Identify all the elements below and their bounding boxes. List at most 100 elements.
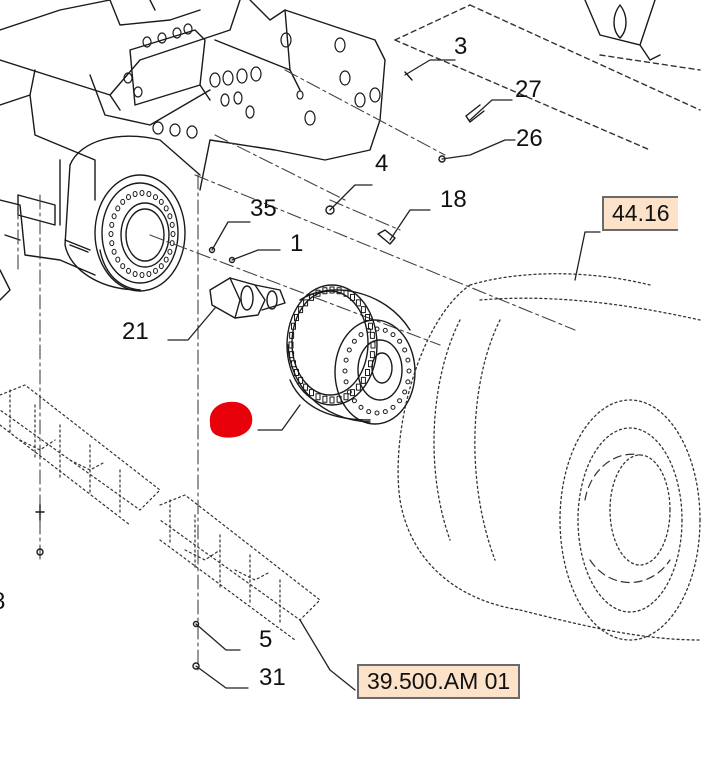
- hub-tooth: [289, 331, 295, 339]
- hub-bolt-hole: [343, 379, 349, 385]
- hub-tooth: [350, 389, 355, 397]
- hub-tooth: [294, 369, 299, 376]
- hub-tooth: [329, 396, 335, 404]
- flange-bolt-hole: [169, 221, 175, 228]
- hub-bolt-hole: [405, 379, 411, 385]
- wheel-tyre: [397, 273, 701, 641]
- flange-bolt-hole: [158, 263, 164, 270]
- hub-tooth: [322, 395, 328, 403]
- flange-bolt-hole: [111, 248, 117, 255]
- hub-bolt-hole: [405, 357, 411, 363]
- flange-bolt-hole: [139, 272, 145, 278]
- callout-26: 26: [516, 125, 543, 152]
- callout-8: 8: [0, 590, 5, 614]
- hub-tooth: [369, 351, 375, 359]
- frame-bolt-holes: [123, 23, 381, 139]
- hub-tooth: [355, 383, 361, 391]
- hub-tooth: [355, 299, 361, 307]
- flange-bolt-hole: [163, 256, 169, 263]
- hub-tooth: [298, 306, 304, 314]
- hub-tooth: [291, 360, 296, 368]
- flange-bolt-hole: [146, 191, 152, 197]
- assembly-centerlines: [17, 69, 576, 671]
- callout-1: 1: [290, 230, 304, 257]
- callout-27: 27: [515, 76, 542, 103]
- wheel-reference-box: 44.16: [602, 196, 678, 232]
- hub-tooth: [291, 322, 296, 330]
- flange-bolt-hole: [109, 240, 115, 247]
- callout-5: 5: [259, 626, 273, 653]
- flange-bolt-hole: [167, 213, 173, 220]
- hub-bolt-hole: [358, 404, 364, 410]
- hub-bolt-hole: [351, 338, 357, 344]
- hub-tooth: [298, 376, 304, 384]
- hub-bolt-hole: [351, 398, 357, 404]
- hub-bolt-hole: [406, 368, 412, 374]
- flange-bolt-hole: [146, 271, 152, 277]
- hub-bolt-hole: [342, 368, 348, 374]
- hub-tooth: [289, 351, 295, 359]
- hub-tooth: [370, 341, 376, 349]
- hub-tooth: [336, 395, 342, 403]
- hub-tooth: [336, 287, 342, 295]
- track-rail-lower: [159, 494, 321, 641]
- hub-tooth: [288, 341, 294, 349]
- hub-tooth: [294, 314, 299, 321]
- flange-bolt-hole: [120, 198, 126, 205]
- callout-35: 35: [250, 195, 277, 222]
- flange-bolt-hole: [120, 263, 126, 270]
- track-reference-box: 39.500.AM 01: [357, 664, 521, 700]
- flange-bolt-hole: [163, 205, 169, 212]
- hub-bolt-hole: [374, 410, 380, 416]
- callout-21: 21: [122, 318, 149, 345]
- flange-bolt-ring: [108, 190, 176, 278]
- hub-bolt-hole: [374, 326, 380, 332]
- upper-frame-bracket: [394, 4, 701, 151]
- hub-tooth: [303, 299, 309, 307]
- hub-tooth: [303, 383, 309, 391]
- flange-bolt-hole: [111, 213, 117, 220]
- callout-31: 31: [259, 664, 286, 691]
- hub-tooth: [329, 286, 335, 294]
- hub-bolt-hole: [397, 398, 403, 404]
- flange-bolt-hole: [170, 231, 176, 237]
- upper-frame-casting: [584, 0, 661, 61]
- fastener-parts: [35, 71, 485, 670]
- flange-bolt-hole: [158, 198, 164, 205]
- hub-tooth: [350, 293, 355, 301]
- callout-4: 4: [375, 150, 389, 177]
- hub-bolt-hole: [346, 389, 352, 395]
- hub-tooth: [309, 389, 314, 397]
- flange-bolt-hole: [132, 271, 138, 277]
- final-drive-teeth: [288, 286, 412, 416]
- flange-bolt-hole: [169, 240, 175, 247]
- callout-18: 18: [440, 186, 467, 213]
- flange-bolt-hole: [126, 194, 131, 201]
- hub-tooth: [368, 360, 373, 368]
- hub-bolt-hole: [343, 357, 349, 363]
- flange-bolt-hole: [153, 267, 158, 274]
- hub-bolt-hole: [390, 332, 396, 338]
- flange-bolt-hole: [109, 221, 115, 228]
- hub-tooth: [365, 314, 370, 321]
- flange-bolt-hole: [115, 205, 121, 212]
- hub-bolt-hole: [397, 338, 403, 344]
- callout-3: 3: [454, 33, 468, 60]
- hub-tooth: [360, 306, 366, 314]
- flange-bolt-hole: [115, 256, 121, 263]
- flange-bolt-hole: [153, 194, 158, 201]
- hub-tooth: [365, 369, 370, 376]
- hub-bolt-hole: [346, 347, 352, 353]
- wheel-hub-dashes: [584, 453, 671, 583]
- flange-bolt-hole: [167, 248, 173, 255]
- hub-bolt-hole: [382, 409, 388, 415]
- hub-tooth: [343, 289, 349, 297]
- hub-bolt-hole: [402, 347, 408, 353]
- motor-flange: [64, 135, 201, 292]
- hub-bolt-hole: [358, 332, 364, 338]
- flange-bolt-hole: [108, 231, 114, 237]
- hub-tooth: [369, 331, 375, 339]
- hub-tooth: [315, 393, 321, 401]
